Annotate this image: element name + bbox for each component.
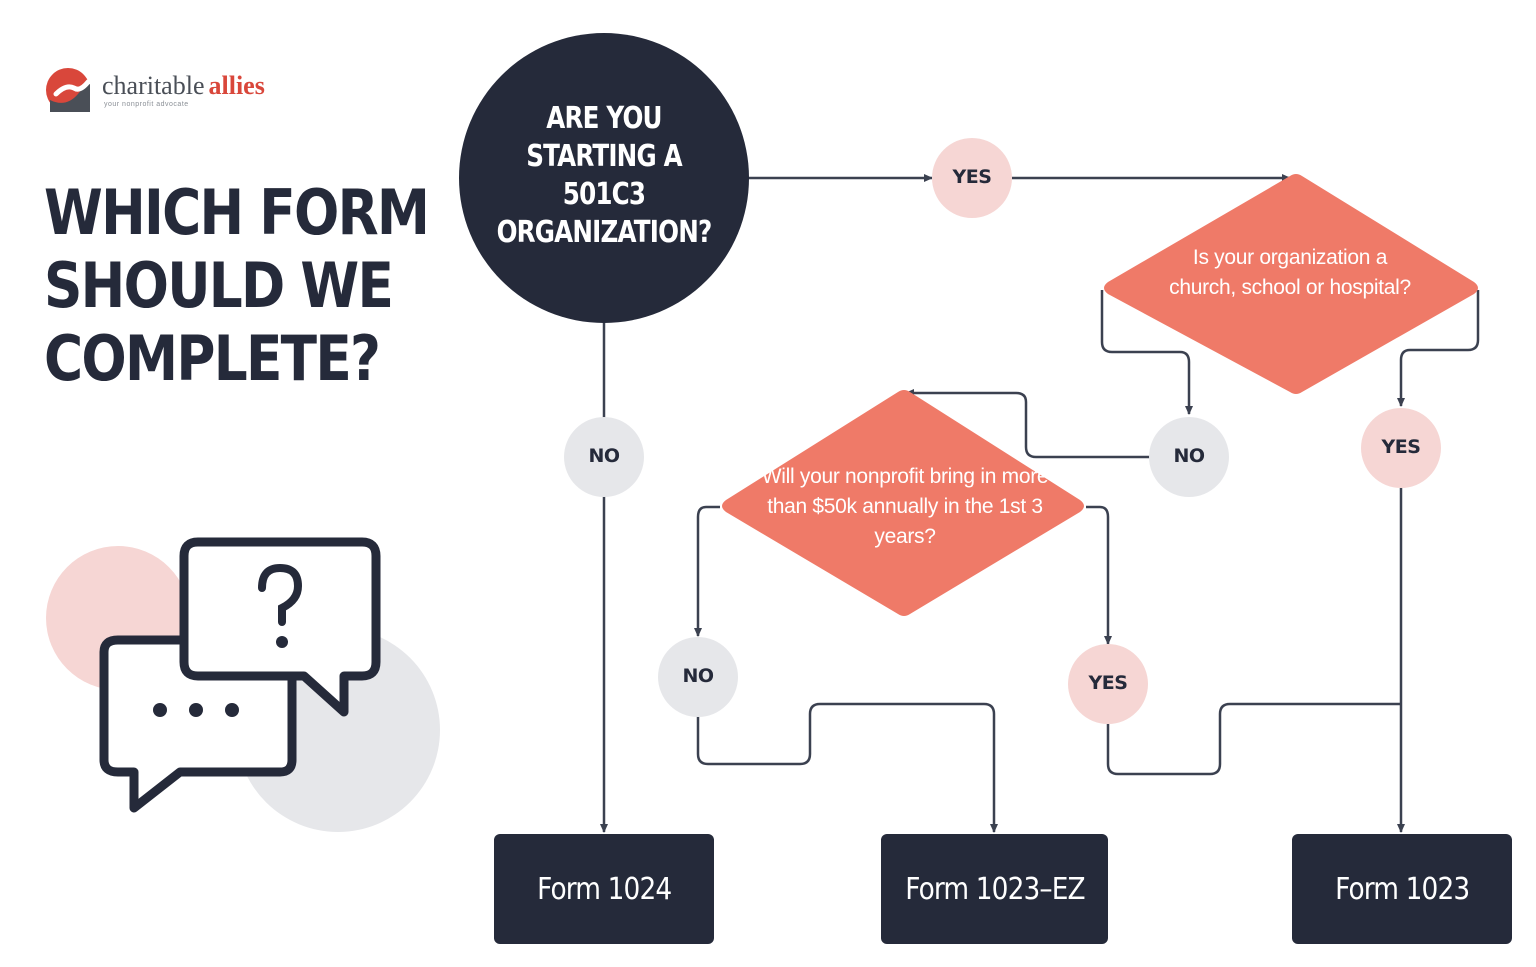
- outcome-form-1023-ez-label: Form 1023–EZ: [904, 871, 1085, 907]
- no-pill-revenue: [658, 637, 738, 717]
- decision-revenue-node: [722, 390, 1084, 616]
- start-question-text: ARE YOU STARTING A 501C3 ORGANIZATION?: [466, 100, 742, 252]
- title-line-3: COMPLETE?: [44, 322, 381, 395]
- outcome-form-1023-ez: Form 1023–EZ: [881, 834, 1108, 944]
- yes-pill-start: [932, 138, 1012, 218]
- brand-tagline: your nonprofit advocate: [104, 101, 189, 108]
- page-title: WHICH FORM SHOULD WE COMPLETE?: [44, 176, 430, 395]
- brand-name-part2: allies: [208, 71, 265, 100]
- flow-connectors: [600, 174, 1480, 833]
- yes-label-revenue: YES: [1088, 672, 1128, 694]
- no-label-revenue: NO: [682, 665, 714, 687]
- start-question-label: ARE YOU STARTING A 501C3 ORGANIZATION?: [496, 101, 713, 250]
- outcome-form-1024: Form 1024: [494, 834, 714, 944]
- decision-revenue-text: Will your nonprofit bring in more than $…: [761, 465, 1049, 548]
- decision-church-node: [1104, 174, 1478, 394]
- no-pill-church: [1149, 417, 1229, 497]
- charitable-allies-logo-icon: [46, 68, 91, 112]
- yes-label-church: YES: [1381, 436, 1421, 458]
- outcome-form-1023: Form 1023: [1292, 834, 1512, 944]
- yes-label-start: YES: [952, 166, 992, 188]
- title-line-2: SHOULD WE: [44, 249, 394, 322]
- speech-bubbles-question-icon: [46, 537, 440, 832]
- outcome-form-1023-label: Form 1023: [1334, 871, 1470, 907]
- brand-name-part1: charitable: [102, 71, 205, 100]
- outcome-form-1024-label: Form 1024: [536, 871, 672, 907]
- decision-church-text: Is your organization a church, school or…: [1169, 246, 1411, 299]
- yes-pill-revenue: [1068, 644, 1148, 724]
- yes-pill-church: [1361, 408, 1441, 488]
- title-line-1: WHICH FORM: [44, 176, 430, 249]
- start-question-node: [459, 33, 749, 323]
- no-label-church: NO: [1173, 445, 1205, 467]
- no-label-start: NO: [588, 445, 620, 467]
- no-pill-start: [564, 417, 644, 497]
